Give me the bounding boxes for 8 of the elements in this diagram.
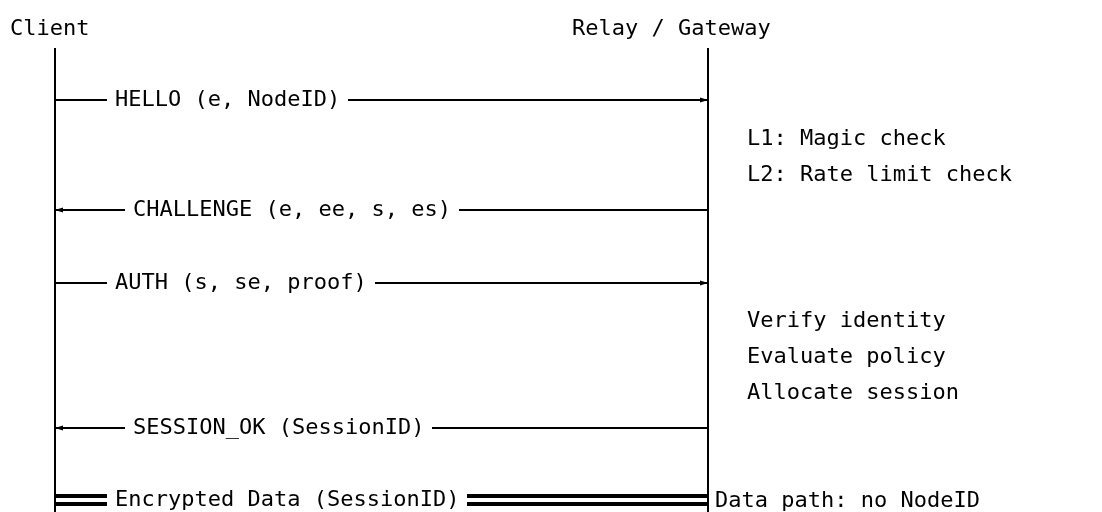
participant-label: Relay / Gateway <box>572 15 771 41</box>
note-text: Evaluate policy <box>747 343 946 369</box>
note-text: Data path: no NodeID <box>715 487 980 512</box>
note-text: Allocate session <box>747 379 959 405</box>
participant-label: Client <box>10 15 90 41</box>
note-text: L2: Rate limit check <box>747 161 1012 187</box>
note-text: Verify identity <box>747 307 946 333</box>
note-text: L1: Magic check <box>747 125 946 151</box>
